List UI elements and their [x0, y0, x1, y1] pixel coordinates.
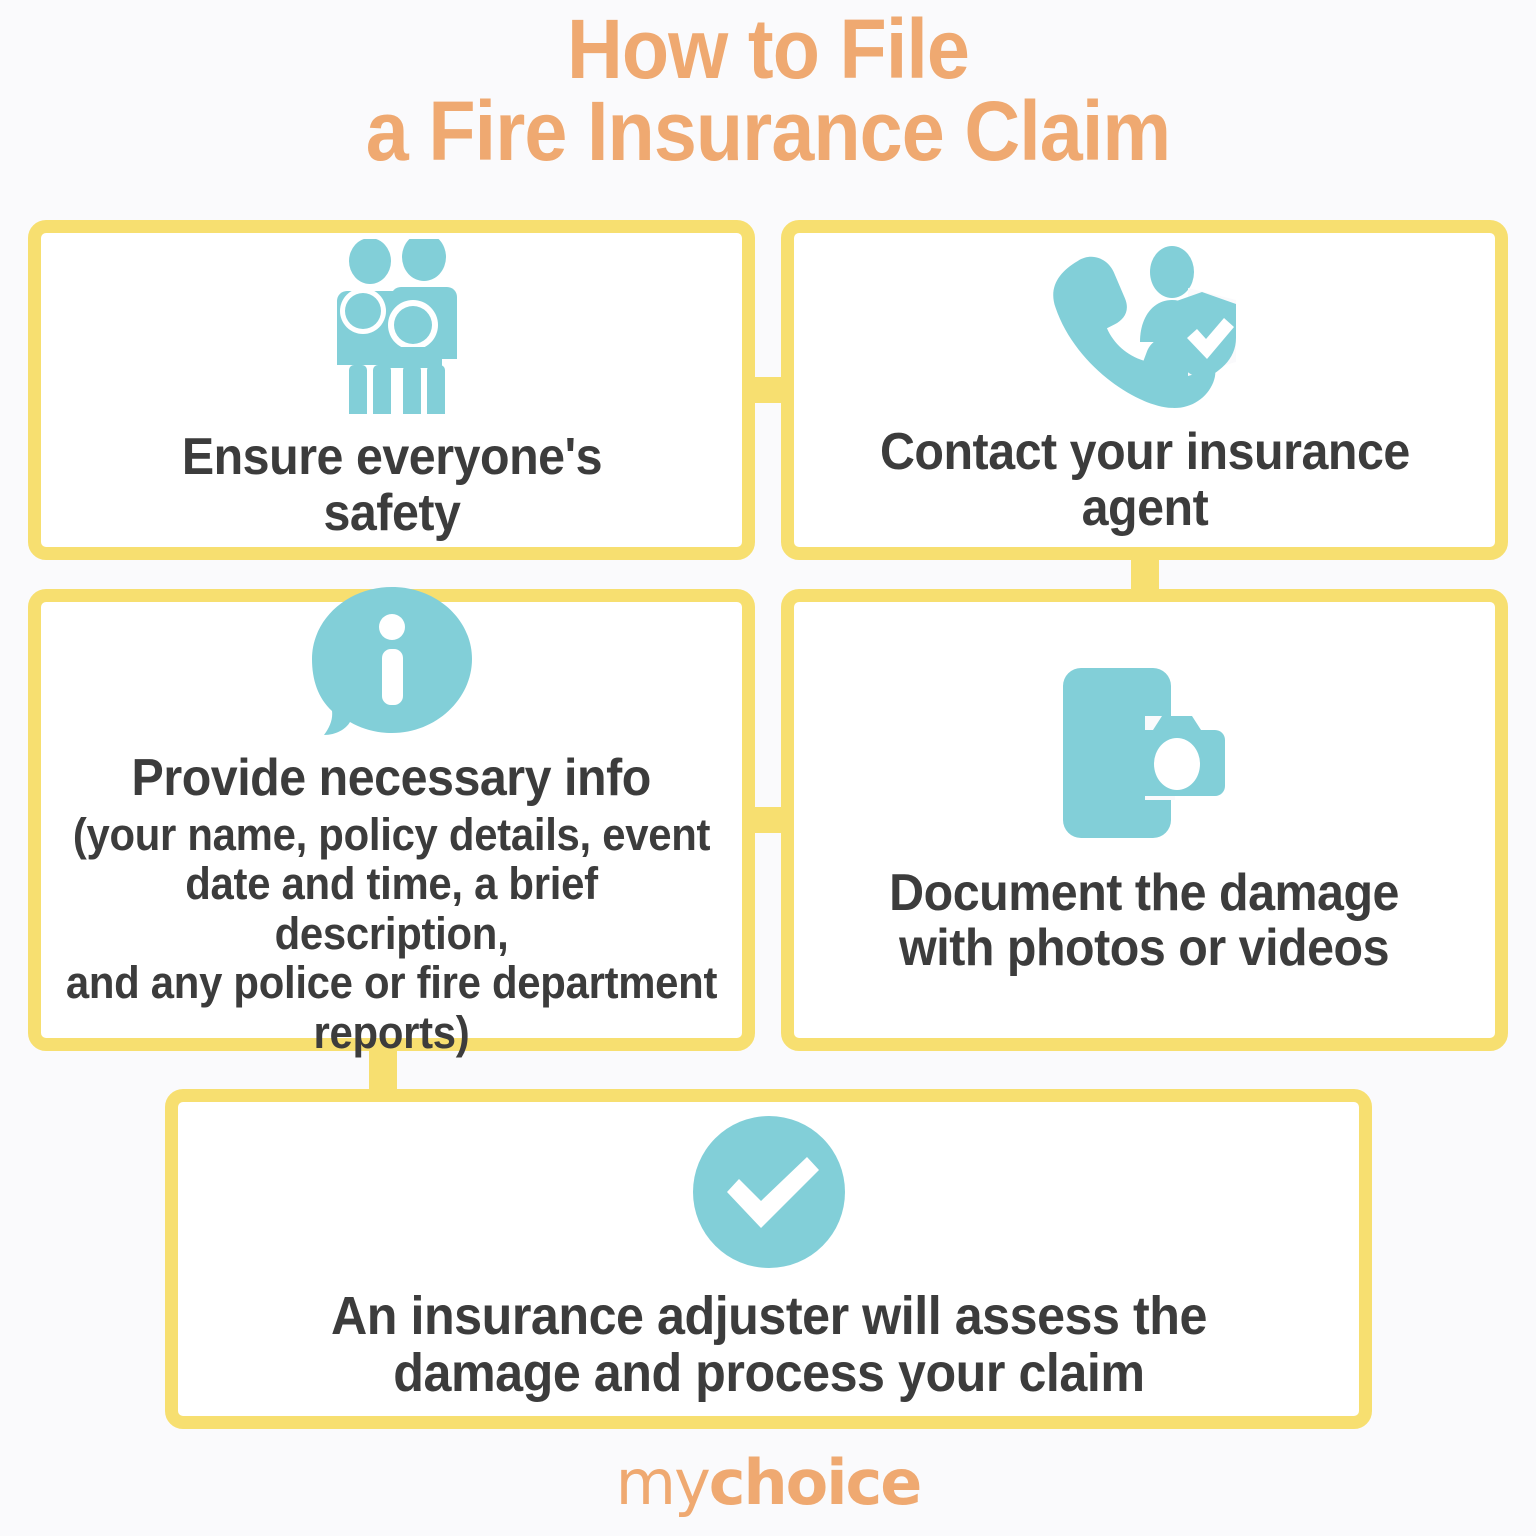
- info-bubble-icon: [308, 583, 476, 745]
- logo-text-choice: choice: [708, 1446, 923, 1519]
- step-card-subtext: (your name, policy details, event date a…: [65, 808, 718, 1058]
- family-people-icon: [317, 239, 467, 415]
- step-card-heading: Ensure everyone's safety: [181, 428, 602, 542]
- step-card-adjuster-assess: An insurance adjuster will assess the da…: [165, 1089, 1372, 1429]
- phone-camera-icon: [1059, 664, 1231, 842]
- step-card-heading: Provide necessary info: [131, 748, 652, 807]
- page-title-line-2: a Fire Insurance Claim: [365, 84, 1171, 179]
- phone-agent-shield-icon: [1050, 244, 1240, 409]
- check-circle-icon: [692, 1115, 845, 1268]
- mychoice-logo[interactable]: mychoice: [0, 1452, 1536, 1514]
- step-card-document-damage: Document the damage with photos or video…: [781, 589, 1508, 1051]
- page-title: How to File a Fire Insurance Claim: [61, 2, 1474, 179]
- step-card-heading: Document the damage with photos or video…: [889, 863, 1400, 977]
- page-title-line-1: How to File: [566, 2, 970, 96]
- step-card-heading: An insurance adjuster will assess the da…: [330, 1285, 1207, 1403]
- step-card-provide-info: Provide necessary info (your name, polic…: [28, 586, 755, 1057]
- logo-text-my: my: [615, 1446, 711, 1519]
- step-card-heading: Contact your insurance agent: [879, 423, 1410, 537]
- step-card-ensure-safety: Ensure everyone's safety: [28, 220, 755, 560]
- step-card-contact-agent: Contact your insurance agent: [781, 220, 1508, 560]
